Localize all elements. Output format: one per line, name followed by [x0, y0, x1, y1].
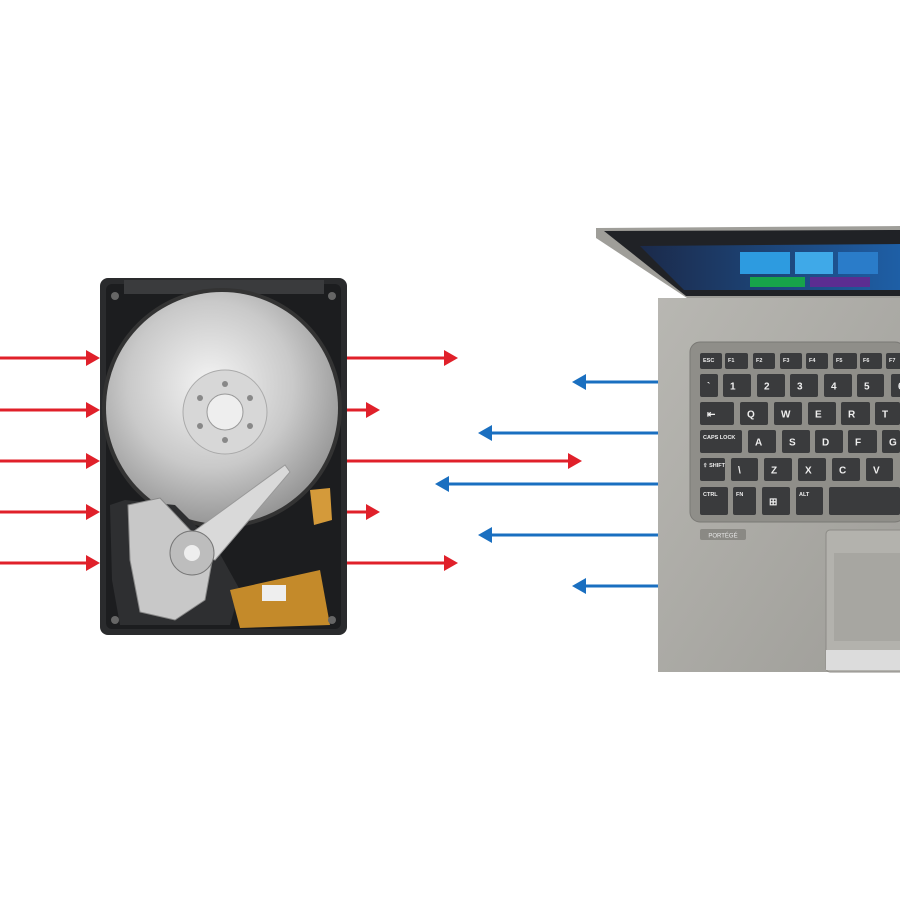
incoming-arrow	[572, 578, 658, 594]
key-label: FN	[736, 492, 743, 498]
keyboard-key: ⊞	[762, 487, 790, 515]
key-label: F6	[863, 358, 869, 364]
key-label: 2	[764, 382, 770, 393]
key-label: 4	[831, 382, 837, 393]
keyboard-key: F2	[753, 353, 775, 369]
incoming-arrow	[572, 374, 658, 390]
incoming-arrow	[478, 527, 658, 543]
key-label: E	[815, 410, 822, 421]
key-label: \	[738, 466, 741, 477]
keyboard-key: A	[748, 430, 776, 453]
key-label: R	[848, 410, 856, 421]
key-label: 3	[797, 382, 803, 393]
outgoing-arrow-right	[347, 402, 380, 418]
key-label: ⇧ SHIFT	[703, 462, 726, 469]
key-label: ⇤	[707, 410, 716, 421]
outgoing-arrow-right	[347, 350, 458, 366]
key-label: W	[781, 410, 791, 421]
keyboard-key: ⇧ SHIFT	[700, 458, 726, 481]
keyboard-key: T	[875, 402, 900, 425]
keyboard-key: F6	[860, 353, 882, 369]
outgoing-arrow-right	[347, 504, 380, 520]
outgoing-arrow-right	[347, 453, 582, 469]
key-label: 1	[730, 382, 736, 393]
key-label: ALT	[799, 492, 810, 498]
key-label: CTRL	[703, 492, 718, 498]
key-label: S	[789, 438, 796, 449]
key-label: X	[805, 466, 812, 477]
key-label: F1	[728, 358, 734, 364]
key-label: T	[882, 410, 888, 421]
key-label: ⊞	[769, 497, 777, 508]
incoming-arrow	[435, 476, 658, 492]
outgoing-arrow-left	[0, 350, 100, 366]
keyboard-key: R	[841, 402, 870, 425]
keyboard-key: F3	[780, 353, 802, 369]
keyboard-key: 5	[857, 374, 884, 397]
keyboard-key: G	[882, 430, 900, 453]
outgoing-arrow-left	[0, 402, 100, 418]
incoming-arrow	[478, 425, 658, 441]
outgoing-arrow-right	[347, 555, 458, 571]
keyboard-key: F5	[833, 353, 857, 369]
keyboard-key: ESC	[700, 353, 722, 369]
key-label: ESC	[703, 358, 714, 364]
keyboard-key: S	[782, 430, 810, 453]
keyboard-key: V	[866, 458, 893, 481]
keyboard-key: CTRL	[700, 487, 728, 515]
keyboard-key: 6	[891, 374, 900, 397]
keyboard-key: E	[808, 402, 836, 425]
keyboard-key: D	[815, 430, 843, 453]
keyboard-key: CAPS LOCK	[700, 430, 742, 453]
key-label: F7	[889, 358, 895, 364]
keyboard-key: Z	[764, 458, 792, 481]
keyboard-key: ALT	[796, 487, 823, 515]
key-label: F5	[836, 358, 842, 364]
keyboard-key: F1	[725, 353, 748, 369]
outgoing-arrow-left	[0, 555, 100, 571]
key-label: F2	[756, 358, 762, 364]
key-label: Z	[771, 466, 777, 477]
keyboard-key: 3	[790, 374, 818, 397]
keyboard-key: ⇤	[700, 402, 734, 425]
arrows	[0, 350, 658, 594]
key-label: 6	[898, 382, 900, 393]
key-label: F	[855, 438, 861, 449]
keyboard-key: F	[848, 430, 877, 453]
hard-disk-drive-icon	[100, 278, 347, 635]
keyboard-key: 1	[723, 374, 751, 397]
keyboard-key: \	[731, 458, 758, 481]
keyboard-key: F7	[886, 353, 900, 369]
key-label: F4	[809, 358, 816, 364]
key-label: C	[839, 466, 846, 477]
key-label: `	[707, 382, 710, 393]
key-label: F3	[783, 358, 789, 364]
outgoing-arrow-left	[0, 453, 100, 469]
keyboard-key: 4	[824, 374, 852, 397]
key-label: 5	[864, 382, 870, 393]
keyboard-key: F4	[806, 353, 828, 369]
key-label: Q	[747, 410, 755, 421]
keyboard-key: FN	[733, 487, 756, 515]
keyboard-key	[829, 487, 900, 515]
key-label: G	[889, 438, 897, 449]
keyboard-key: 2	[757, 374, 785, 397]
key-label: A	[755, 438, 762, 449]
keyboard-key: X	[798, 458, 826, 481]
keyboard-key: W	[774, 402, 802, 425]
keyboard-key: C	[832, 458, 860, 481]
outgoing-arrow-left	[0, 504, 100, 520]
laptop-icon: ESC F1 F2 F3 F4 F5 F6 F7 ` 1 2 3 4 5 6 ⇤ Q W E R T CAPS LOCK A…	[596, 226, 900, 673]
brand-badge: PORTÉGÉ	[708, 533, 737, 540]
keyboard-key: `	[700, 374, 718, 397]
keyboard-key: Q	[740, 402, 768, 425]
key-label: V	[873, 466, 880, 477]
key-label: CAPS LOCK	[703, 435, 735, 441]
key-label: D	[822, 438, 829, 449]
